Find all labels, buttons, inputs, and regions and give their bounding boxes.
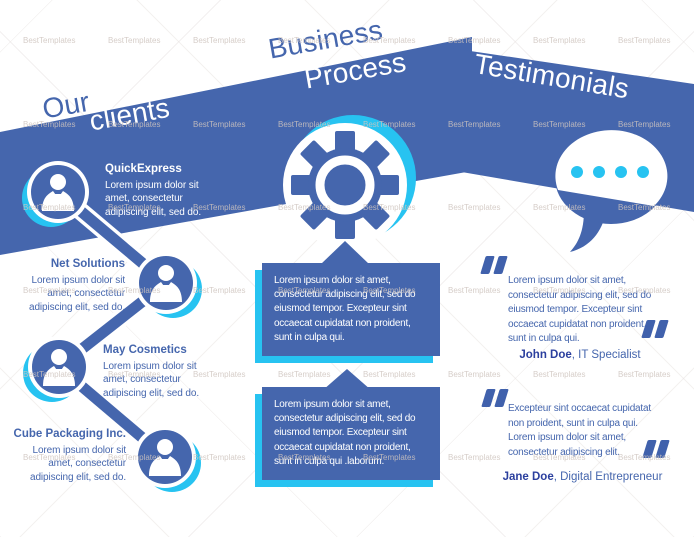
testimonial-role: , Digital Entrepreneur [553,471,663,483]
client-name: May Cosmetics [103,344,187,356]
client-avatar-icon [135,252,202,318]
gear-icon [283,115,416,247]
client-avatar-icon [134,426,201,492]
client-desc: Lorem ipsum dolor sit amet, consectetur … [30,444,126,483]
client-item: Net Solutions Lorem ipsum dolor sit amet… [18,258,125,314]
testimonial-attribution: Jane Doe, Digital Entrepreneur [495,471,670,483]
process-box: Lorem ipsum dolor sit amet, consectetur … [262,263,440,357]
client-avatar-icon [23,336,90,402]
speech-bubble-icon [555,130,668,252]
box-pointer [321,241,369,264]
client-desc: Lorem ipsum dolor sit amet, consectetur … [105,179,201,218]
testimonial-role: , IT Specialist [571,349,641,361]
bubble-dots [571,166,649,178]
client-name: Net Solutions [50,258,125,270]
testimonial-quote: Excepteur sint occaecat cupidatat non pr… [508,403,651,458]
client-item: Cube Packaging Inc. Lorem ipsum dolor si… [10,428,127,484]
testimonial-name: Jane Doe [502,471,554,483]
client-name: QuickExpress [105,163,182,175]
client-item: QuickExpress Lorem ipsum dolor sit amet,… [105,163,211,219]
box-pointer [323,369,371,390]
close-quote-icon [641,320,669,338]
client-desc: Lorem ipsum dolor sit amet, consectetur … [103,360,199,399]
process-box: Lorem ipsum dolor sit amet, consectetur … [262,387,440,481]
testimonial-attribution: John Doe, IT Specialist [500,349,660,361]
client-avatar-icon [22,161,89,227]
client-desc: Lorem ipsum dolor sit amet, consectetur … [29,274,125,313]
testimonial-quote: Lorem ipsum dolor sit amet, consectetur … [508,275,652,345]
close-quote-icon [642,440,670,458]
open-quote-icon [480,256,508,274]
client-name: Cube Packaging Inc. [13,428,126,440]
client-item: May Cosmetics Lorem ipsum dolor sit amet… [103,344,215,400]
testimonial-name: John Doe [519,349,572,361]
band-left [0,37,472,255]
open-quote-icon [481,389,509,407]
